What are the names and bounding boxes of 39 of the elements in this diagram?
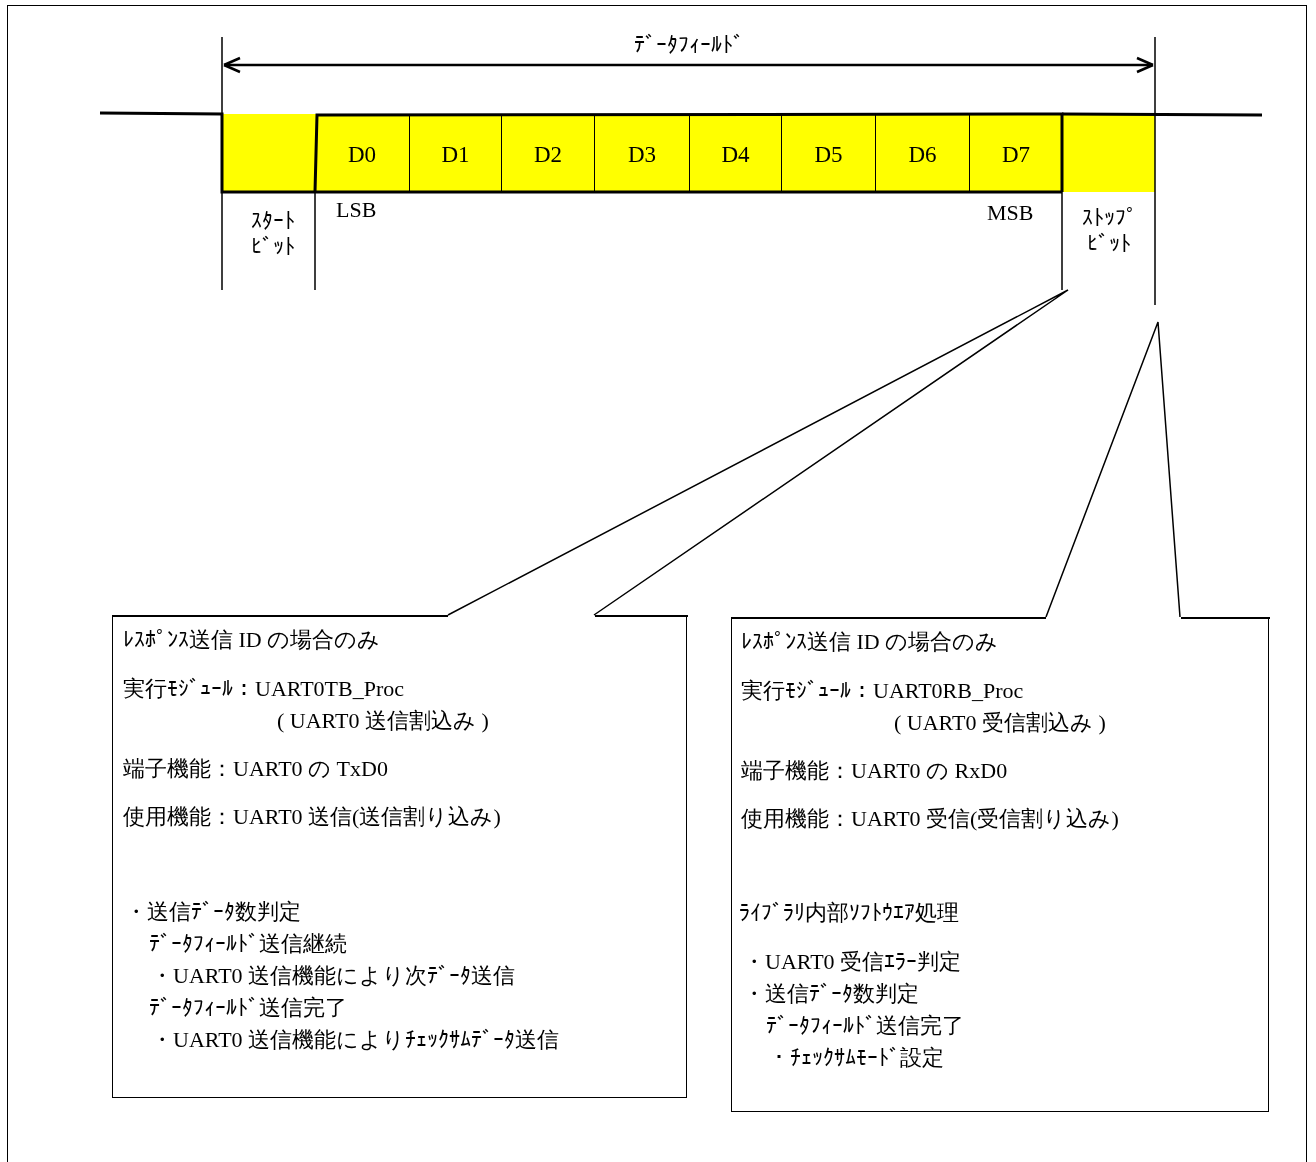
callout-box — [112, 615, 687, 1098]
callout-text: ・送信ﾃﾞｰﾀ数判定 — [125, 899, 301, 925]
data-bit-cell: D0 — [315, 114, 409, 192]
callout-text: ﾗｲﾌﾞﾗﾘ内部ｿﾌﾄｳｴｱ処理 — [739, 900, 959, 926]
callout-text: ・UART0 送信機能により次ﾃﾞｰﾀ送信 — [151, 963, 516, 989]
data-bit-cell: D5 — [781, 114, 875, 192]
callout-text: ・UART0 受信ｴﾗｰ判定 — [743, 949, 962, 975]
callout-text: 使用機能：UART0 受信(受信割り込み) — [741, 806, 1119, 832]
callout-text: ﾚｽﾎﾟﾝｽ送信 ID の場合のみ — [741, 629, 999, 655]
bit-label: ｽﾄｯﾌﾟﾋﾞｯﾄ — [1080, 205, 1138, 257]
callout-text: 使用機能：UART0 送信(送信割り込み) — [123, 804, 501, 830]
callout-text: ﾃﾞｰﾀﾌｨｰﾙﾄﾞ送信完了 — [149, 995, 347, 1021]
data-bit-cell: D2 — [501, 114, 594, 192]
data-bit-cell: D7 — [969, 114, 1062, 192]
callout-text: 実行ﾓｼﾞｭｰﾙ：UART0RB_Proc — [741, 678, 1024, 704]
bit-order-label: MSB — [987, 200, 1034, 226]
dimension-label: ﾃﾞｰﾀﾌｨｰﾙﾄﾞ — [634, 32, 744, 58]
callout-text: 端子機能：UART0 の RxD0 — [741, 758, 1008, 784]
callout-text: ( UART0 送信割込み ) — [277, 708, 489, 734]
data-bit-cell: D1 — [409, 114, 501, 192]
start-bit-cell — [222, 114, 315, 192]
callout-text: ﾃﾞｰﾀﾌｨｰﾙﾄﾞ送信完了 — [766, 1013, 964, 1039]
callout-text: 実行ﾓｼﾞｭｰﾙ：UART0TB_Proc — [123, 676, 404, 702]
callout-text: ( UART0 受信割込み ) — [894, 710, 1106, 736]
data-bit-cell: D3 — [594, 114, 689, 192]
callout-text: ・UART0 送信機能によりﾁｪｯｸｻﾑﾃﾞｰﾀ送信 — [151, 1027, 560, 1053]
callout-text: ・送信ﾃﾞｰﾀ数判定 — [743, 981, 919, 1007]
data-bit-cell: D4 — [689, 114, 781, 192]
leader-line — [1045, 321, 1181, 618]
bit-label: ｽﾀｰﾄﾋﾞｯﾄ — [250, 208, 296, 260]
bit-order-label: LSB — [336, 197, 377, 223]
stop-bit-cell — [1062, 114, 1155, 192]
callout-text: 端子機能：UART0 の TxD0 — [123, 756, 388, 782]
data-bit-cell: D6 — [875, 114, 969, 192]
callout-text: ﾚｽﾎﾟﾝｽ送信 ID の場合のみ — [123, 627, 381, 653]
callout-box — [731, 617, 1269, 1112]
leader-line — [447, 289, 1069, 616]
callout-text: ・ﾁｪｯｸｻﾑﾓｰﾄﾞ設定 — [768, 1045, 944, 1071]
callout-text: ﾃﾞｰﾀﾌｨｰﾙﾄﾞ送信継続 — [149, 931, 347, 957]
